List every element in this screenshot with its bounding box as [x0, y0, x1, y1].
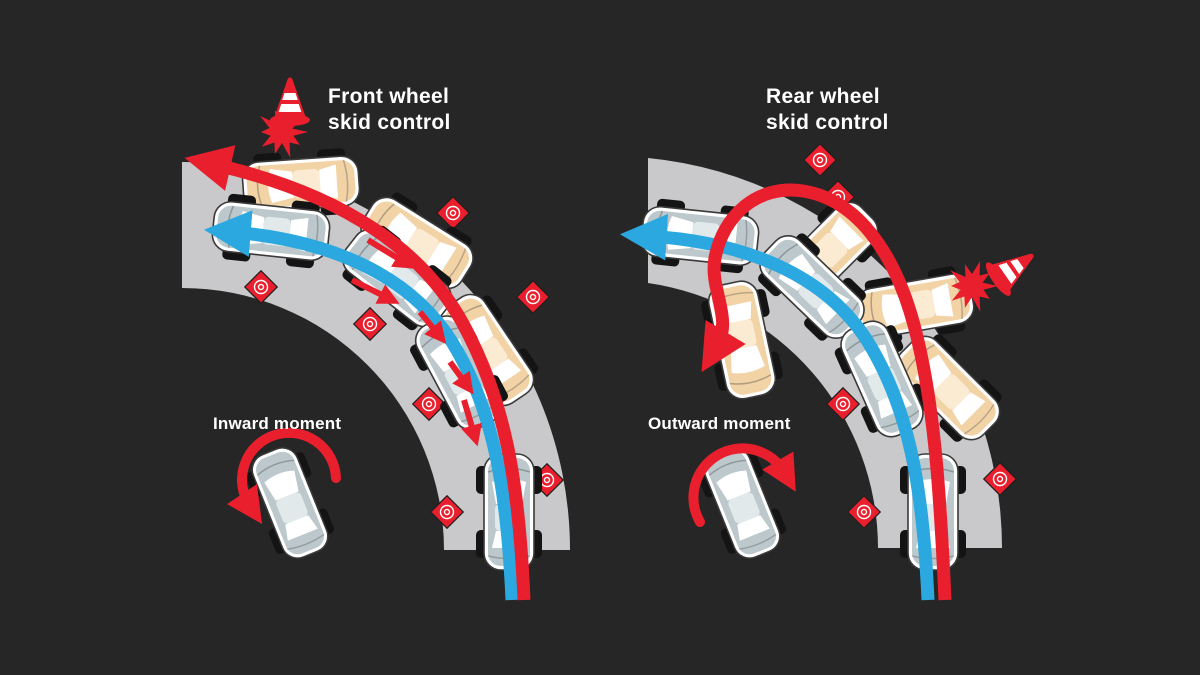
skid-path-arrow	[701, 183, 952, 601]
rear-skid-title: Rear wheel skid control	[766, 84, 889, 137]
moment-rotation-arrow	[688, 443, 796, 527]
path-arrows	[184, 145, 952, 601]
curved-road	[182, 162, 570, 550]
impact-burst-icon	[950, 261, 998, 312]
target-marker-icon	[429, 494, 465, 530]
steering-direction-arrow	[350, 277, 400, 304]
target-marker-icon	[515, 279, 551, 315]
front-skid-title: Front wheel skid control	[328, 84, 451, 137]
extras	[227, 77, 1034, 559]
moment-rotation-arrow	[227, 427, 341, 524]
skid-path-arrow	[184, 145, 531, 601]
steering-direction-arrow	[461, 399, 482, 447]
traffic-cone-icon	[270, 77, 310, 126]
target-marker-icon	[846, 494, 882, 530]
controlled-path-arrow	[619, 213, 935, 601]
outward-moment-label: Outward moment	[648, 414, 791, 433]
target-marker-icon	[352, 306, 388, 342]
rear-skid-title-line2: skid control	[766, 111, 889, 135]
steering-direction-arrow	[447, 360, 474, 395]
controlled-path-arrow	[204, 210, 519, 601]
target-marker-icon	[243, 269, 279, 305]
front-skid-title-line1: Front wheel	[328, 85, 450, 108]
front-skid-title-line2: skid control	[328, 111, 451, 135]
impact-burst-icon	[260, 107, 308, 158]
steering-direction-arrow	[417, 310, 447, 345]
target-marker-icon	[802, 142, 838, 178]
target-marker-icon	[982, 461, 1018, 497]
rear-skid-title-line1: Rear wheel	[766, 85, 880, 108]
inward-moment-label: Inward moment	[213, 414, 342, 433]
target-marker-icon	[411, 386, 447, 422]
controlled-car	[697, 447, 787, 559]
controlled-car	[245, 447, 335, 559]
target-marker-icon	[435, 195, 471, 231]
target-marker-icon	[825, 386, 861, 422]
traffic-cone-icon	[985, 253, 1034, 296]
steering-direction-arrow	[366, 237, 416, 269]
